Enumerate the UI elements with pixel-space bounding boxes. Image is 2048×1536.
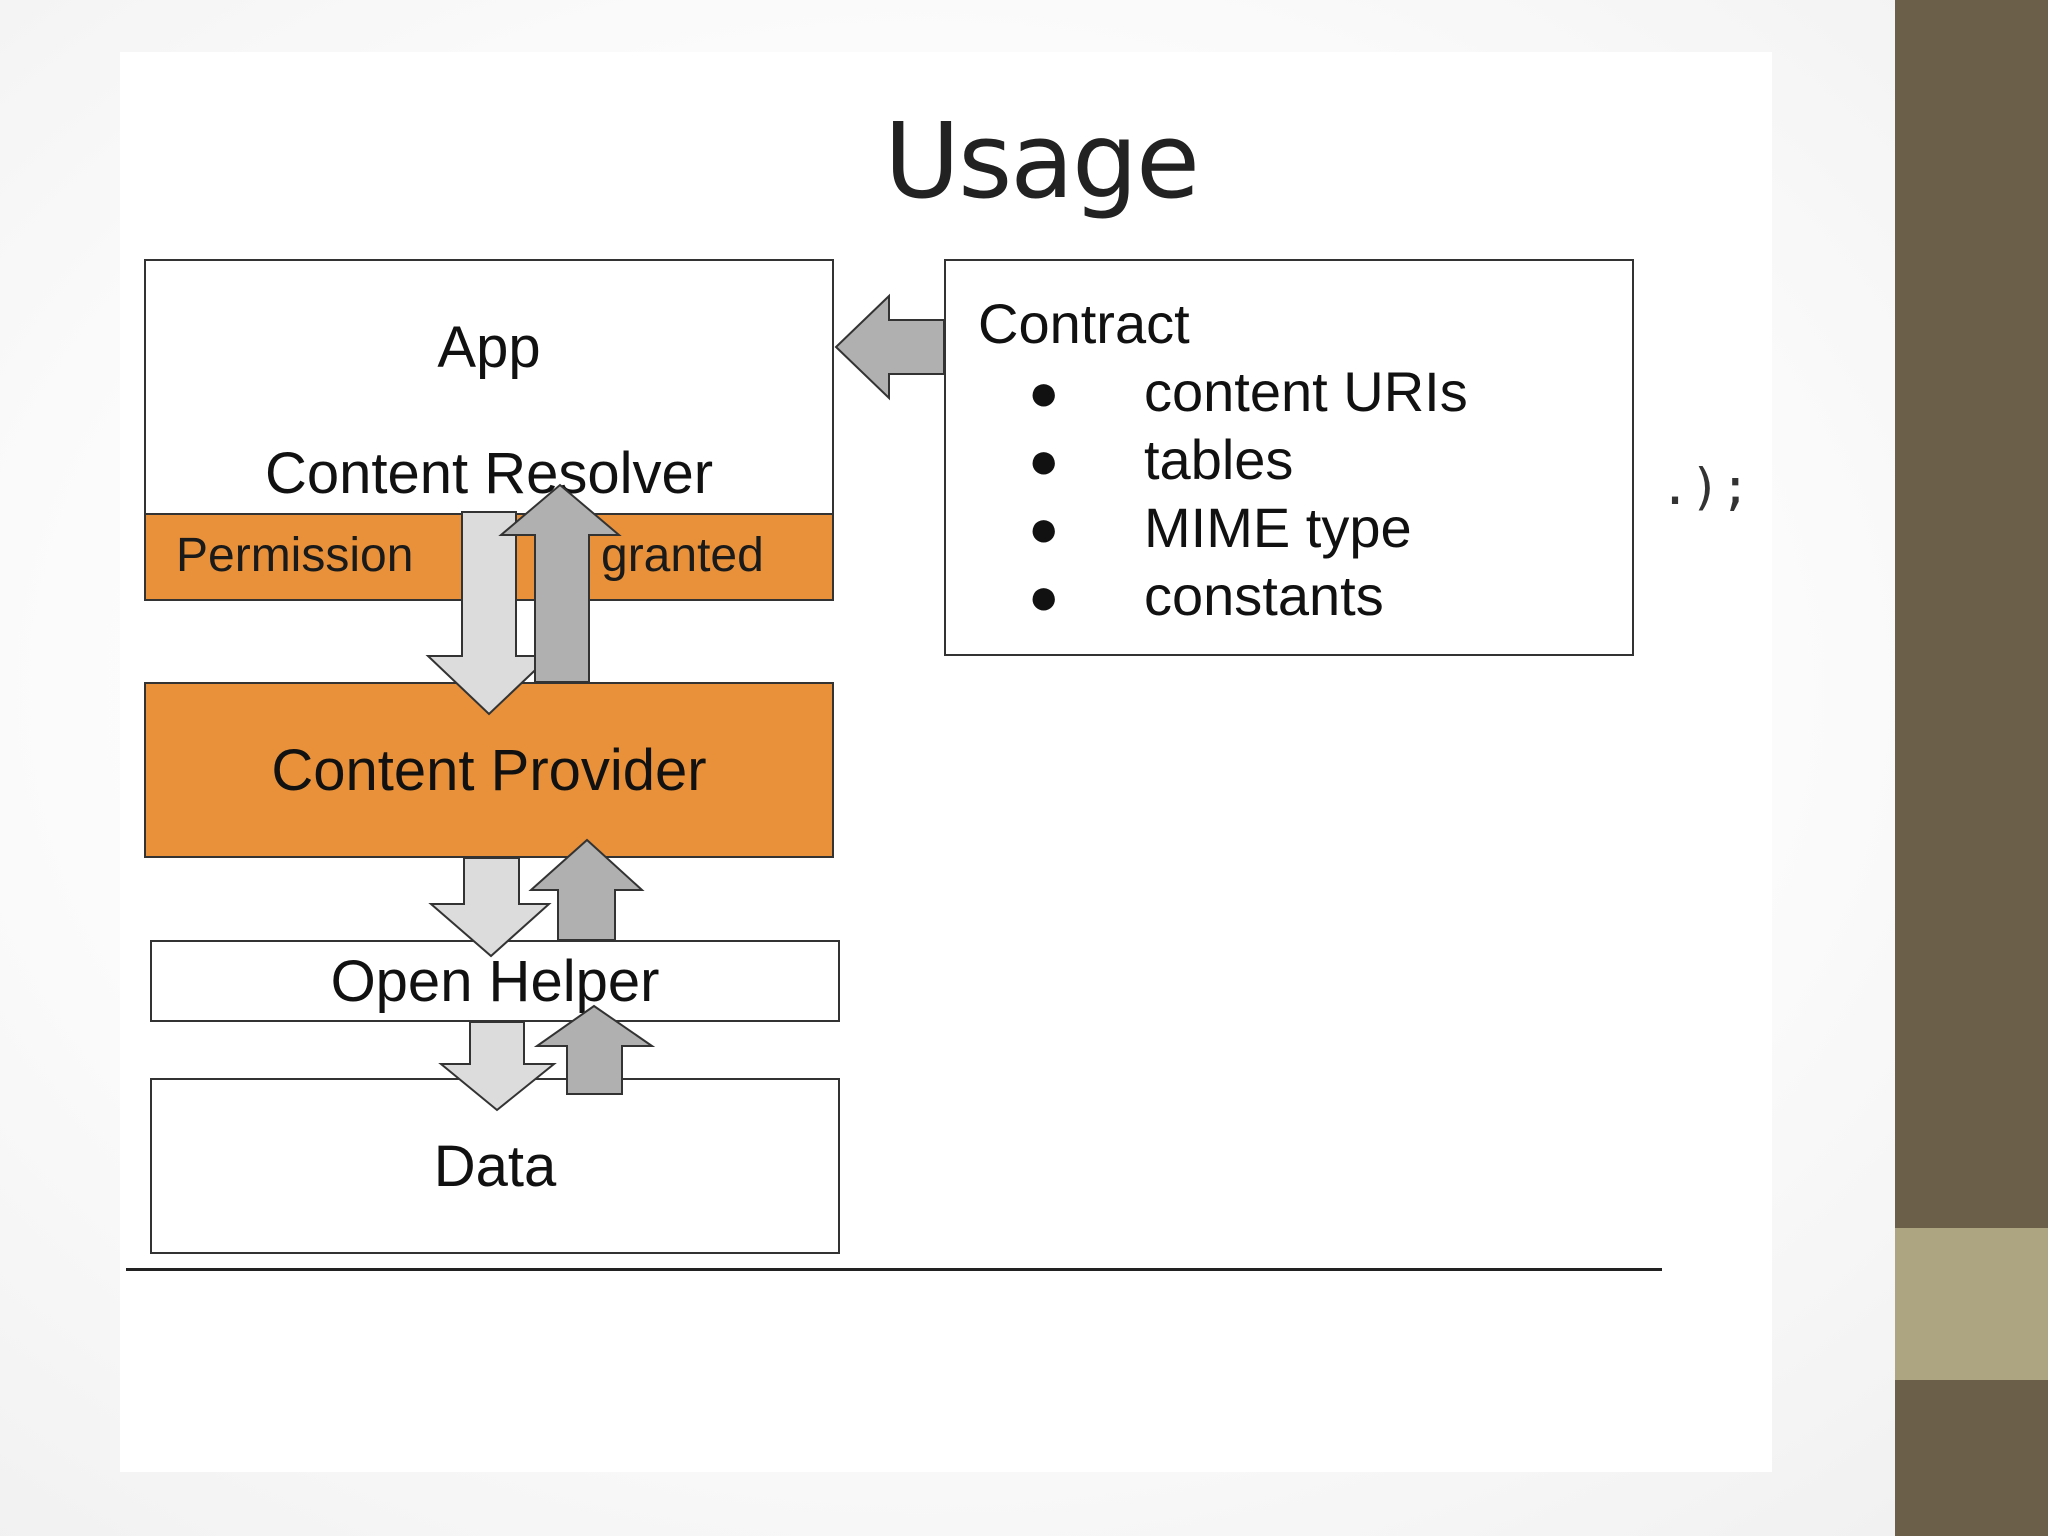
- slide-title: Usage: [884, 100, 1200, 222]
- content-provider-label: Content Provider: [271, 737, 707, 803]
- bullet-icon: ●: [1028, 364, 1060, 422]
- data-label: Data: [433, 1133, 557, 1199]
- open-helper-box: Open Helper: [150, 940, 840, 1022]
- stray-code-fragment: .);: [1660, 458, 1751, 516]
- content-resolver-box: Content Resolver: [144, 433, 834, 515]
- contract-item-text: tables: [1144, 428, 1294, 491]
- contract-title: Contract: [978, 292, 1190, 355]
- app-box: App: [144, 259, 834, 435]
- sidebar-accent-block: [1895, 1228, 2048, 1380]
- content-provider-box: Content Provider: [144, 682, 834, 858]
- bullet-icon: ●: [1028, 500, 1060, 558]
- bullet-icon: ●: [1028, 432, 1060, 490]
- content-resolver-label: Content Resolver: [264, 440, 714, 506]
- contract-item-text: constants: [1144, 564, 1384, 627]
- app-label: App: [437, 314, 541, 380]
- data-box: Data: [150, 1078, 840, 1254]
- permission-granted-label: granted: [601, 529, 764, 582]
- contract-item-text: content URIs: [1144, 360, 1468, 423]
- contract-box: Contract ● content URIs ● tables ● MIME …: [944, 259, 1634, 656]
- bottom-divider-line: [126, 1268, 1662, 1271]
- open-helper-label: Open Helper: [330, 948, 660, 1014]
- contract-item-text: MIME type: [1144, 496, 1412, 559]
- bullet-icon: ●: [1028, 568, 1060, 626]
- permission-label: Permission: [176, 529, 414, 582]
